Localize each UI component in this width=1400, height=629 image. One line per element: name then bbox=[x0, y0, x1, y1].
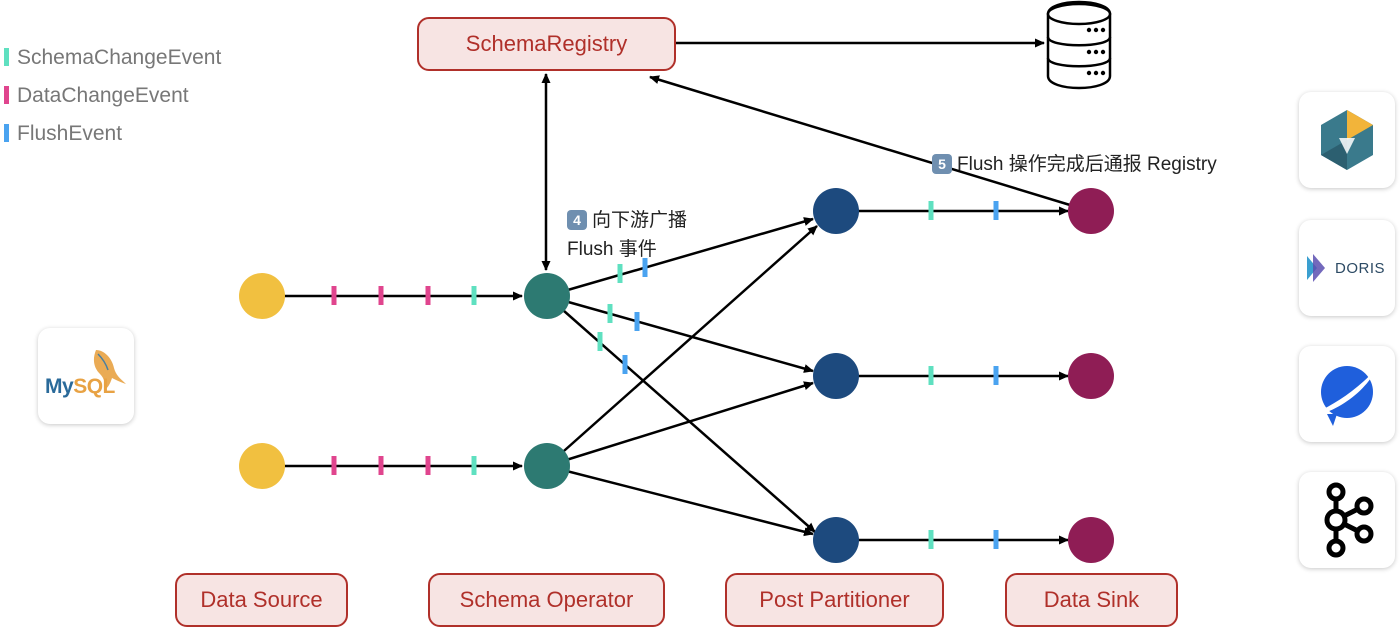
source-node bbox=[239, 443, 285, 489]
kafka-logo-icon bbox=[1299, 472, 1395, 568]
legend-item-schema-change: SchemaChangeEvent bbox=[4, 44, 221, 82]
dolphin-icon bbox=[93, 350, 126, 390]
sink-node bbox=[1068, 353, 1114, 399]
data-change-event-marker bbox=[331, 286, 337, 305]
legend-label: SchemaChangeEvent bbox=[17, 46, 222, 69]
doris-wordmark: DORIS bbox=[1335, 260, 1386, 277]
flush-event-marker bbox=[642, 258, 648, 277]
notify-text: Flush 操作完成后通报 Registry bbox=[957, 154, 1217, 175]
flush-event-marker bbox=[993, 366, 999, 385]
partitioner-node bbox=[813, 188, 859, 234]
sink-node bbox=[1068, 188, 1114, 234]
data-change-event-marker bbox=[378, 286, 384, 305]
schema-registry-label: SchemaRegistry bbox=[465, 31, 628, 56]
post-partitioner-label: Post Partitioner bbox=[759, 587, 910, 612]
data-sink-box: Data Sink bbox=[1005, 573, 1178, 627]
mysql-logo-icon: MySQL bbox=[38, 328, 134, 424]
flush-event-marker bbox=[622, 355, 628, 374]
legend: SchemaChangeEvent DataChangeEvent FlushE… bbox=[4, 44, 221, 158]
schema-change-event-marker bbox=[471, 456, 477, 475]
flush-event-marker bbox=[993, 530, 999, 549]
schema-change-event-marker bbox=[597, 332, 603, 351]
partitioner-to-sink-edges bbox=[836, 206, 1069, 545]
mysql-word-my: My bbox=[45, 375, 74, 398]
data-change-event-marker bbox=[378, 456, 384, 475]
starrocks-hexagon-icon bbox=[1321, 110, 1373, 170]
mysql-wordmark: MySQL bbox=[45, 375, 115, 399]
legend-item-flush: FlushEvent bbox=[4, 120, 221, 158]
operator-to-partitioner-edges bbox=[546, 217, 818, 537]
post-partitioner-box: Post Partitioner bbox=[725, 573, 944, 627]
schema-operator-node bbox=[524, 443, 570, 489]
database-icon bbox=[1046, 0, 1112, 90]
sink-node bbox=[1068, 517, 1114, 563]
event-markers bbox=[331, 201, 999, 549]
schema-change-event-marker bbox=[928, 366, 934, 385]
schema-change-event-marker bbox=[607, 304, 613, 323]
nodes bbox=[239, 188, 1114, 563]
data-sink-label: Data Sink bbox=[1043, 587, 1140, 612]
legend-swatch bbox=[4, 124, 9, 142]
doris-logo-icon: DORIS bbox=[1299, 220, 1395, 316]
partitioner-node bbox=[813, 353, 859, 399]
data-source-box: Data Source bbox=[175, 573, 348, 627]
schema-operator-label: Schema Operator bbox=[459, 587, 634, 612]
sink-to-registry-edge bbox=[649, 75, 1071, 207]
legend-item-data-change: DataChangeEvent bbox=[4, 82, 221, 120]
flush-event-marker bbox=[993, 201, 999, 220]
mysql-word-sql: SQL bbox=[73, 375, 115, 398]
broadcast-line2: Flush 事件 bbox=[567, 239, 657, 260]
source-node bbox=[239, 273, 285, 319]
data-source-label: Data Source bbox=[200, 587, 323, 612]
schema-operator-box: Schema Operator bbox=[428, 573, 665, 627]
paimon-mark-icon bbox=[1317, 366, 1377, 426]
schema-change-event-marker bbox=[617, 264, 623, 283]
legend-swatch bbox=[4, 86, 9, 104]
source-edges bbox=[262, 291, 523, 471]
starrocks-logo-icon bbox=[1299, 92, 1395, 188]
legend-label: FlushEvent bbox=[17, 122, 123, 145]
doris-mark-icon bbox=[1307, 254, 1325, 282]
schema-change-event-marker bbox=[928, 530, 934, 549]
schema-registry-box: SchemaRegistry bbox=[417, 17, 676, 71]
data-change-event-marker bbox=[331, 456, 337, 475]
paimon-logo-icon bbox=[1299, 346, 1395, 442]
data-change-event-marker bbox=[425, 286, 431, 305]
broadcast-line1: 向下游广播 bbox=[592, 210, 688, 231]
schema-operator-node bbox=[524, 273, 570, 319]
flush-event-marker bbox=[634, 312, 640, 331]
step-badge: 4 bbox=[567, 210, 587, 230]
partitioner-node bbox=[813, 517, 859, 563]
data-change-event-marker bbox=[425, 456, 431, 475]
step-badge: 5 bbox=[932, 154, 952, 174]
schema-change-event-marker bbox=[928, 201, 934, 220]
kafka-mark-icon bbox=[1324, 482, 1374, 558]
schema-change-event-marker bbox=[471, 286, 477, 305]
legend-label: DataChangeEvent bbox=[17, 84, 189, 107]
legend-swatch bbox=[4, 48, 9, 66]
